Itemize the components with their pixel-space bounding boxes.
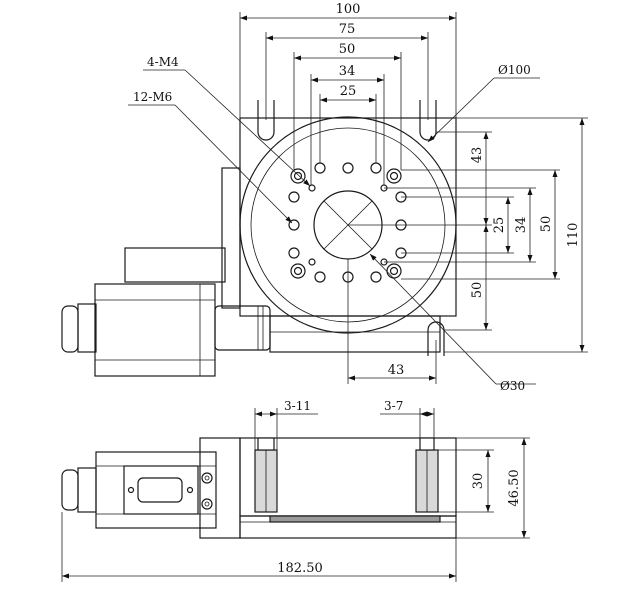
label-dia-100: Ø100 xyxy=(498,63,531,77)
base-dark-band xyxy=(269,515,441,523)
length-182-50-dimension: 182.50 xyxy=(61,512,457,582)
right-dimensions: 110 50 34 25 43 50 xyxy=(348,117,588,353)
dim-100: 100 xyxy=(336,2,361,17)
dim-34-right: 34 xyxy=(514,217,529,234)
height-46-50-dimension: 46.50 xyxy=(456,437,530,539)
top-view: 100 75 50 34 25 110 xyxy=(61,2,588,393)
dim-43-top: 43 xyxy=(470,147,485,164)
m6-holes xyxy=(288,162,407,283)
dim-110: 110 xyxy=(566,223,581,248)
motor-side-view xyxy=(61,437,241,539)
bottom-43-dimension: 43 xyxy=(347,259,437,384)
height-30-dimension: 30 xyxy=(438,449,494,513)
side-view: 3-11 3-7 30 46.50 182.50 xyxy=(61,399,530,582)
dim-46-50: 46.50 xyxy=(507,469,522,506)
connector-port xyxy=(137,477,183,503)
dim-50-lower: 50 xyxy=(470,282,485,299)
slot-3-7-dimension: 3-7 xyxy=(380,399,435,438)
top-dimensions: 100 75 50 34 25 xyxy=(239,2,457,185)
dim-25: 25 xyxy=(340,84,357,99)
dim-30: 30 xyxy=(471,473,486,490)
dim-25-right: 25 xyxy=(492,217,507,234)
dim-34: 34 xyxy=(339,64,356,79)
dim-182-50: 182.50 xyxy=(277,561,323,576)
side-plate xyxy=(221,167,241,309)
label-12-m6: 12-M6 xyxy=(133,90,172,104)
label-3-11: 3-11 xyxy=(284,399,311,413)
label-dia-30: Ø30 xyxy=(500,379,525,393)
label-4-m4: 4-M4 xyxy=(147,55,179,69)
label-3-7: 3-7 xyxy=(384,399,403,413)
slot-3-11-dimension: 3-11 xyxy=(254,399,318,450)
dim-43-bottom: 43 xyxy=(388,363,405,378)
dim-75: 75 xyxy=(339,22,356,37)
motor-top-view xyxy=(61,247,226,377)
dim-50-right: 50 xyxy=(539,216,554,233)
dim-50: 50 xyxy=(339,42,356,57)
lock-knob xyxy=(214,305,271,351)
counterbore-holes xyxy=(290,168,402,279)
slot-top-left xyxy=(257,100,275,141)
leaders: 4-M4 12-M6 Ø100 Ø30 xyxy=(128,55,540,393)
